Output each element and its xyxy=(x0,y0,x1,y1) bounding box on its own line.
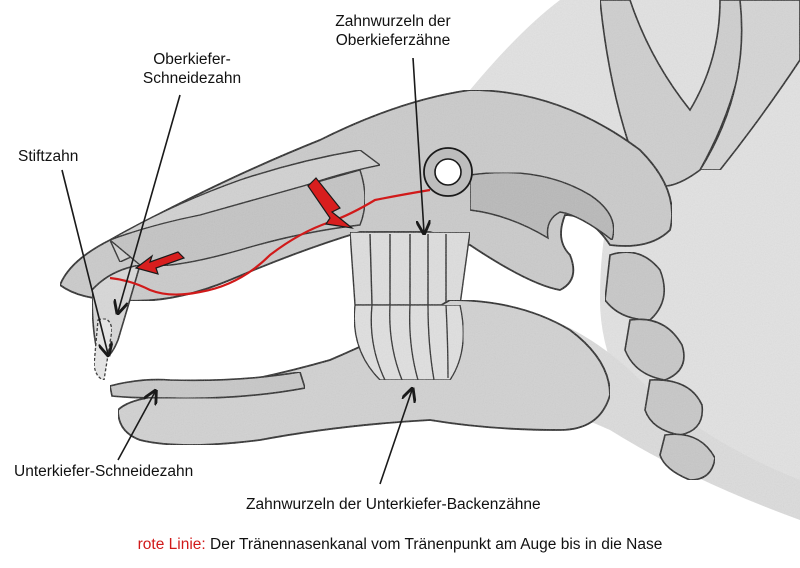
label-upper-incisor-line1: Oberkiefer- xyxy=(153,51,231,68)
red-arrow-icon xyxy=(307,177,355,229)
orbit-ring-icon xyxy=(423,147,473,197)
pointer-lines xyxy=(61,57,424,485)
red-arrow-icon xyxy=(134,251,186,275)
upper-teeth-roots xyxy=(349,231,471,306)
label-lower-roots: Zahnwurzeln der Unterkiefer-Backenzähne xyxy=(246,496,541,513)
zygomatic-arch xyxy=(469,171,615,242)
label-lower-incisor: Unterkiefer-Schneidezahn xyxy=(14,463,194,480)
nasolacrimal-duct-line xyxy=(109,188,431,296)
lower-teeth-roots xyxy=(353,304,464,381)
peg-tooth xyxy=(93,318,113,381)
pointer-lower-roots xyxy=(379,390,412,485)
legend-text: Der Tränennasenkanal vom Tränenpunkt am … xyxy=(210,536,663,553)
label-upper-roots-line2: Oberkieferzähne xyxy=(335,32,451,49)
pointer-lower-incisor xyxy=(117,392,155,461)
label-upper-incisor: Oberkiefer- Schneidezahn xyxy=(122,50,262,88)
mandible xyxy=(117,299,611,446)
legend-key: rote Linie: xyxy=(137,536,206,553)
label-peg-tooth: Stiftzahn xyxy=(18,148,79,165)
pointer-upper-incisor xyxy=(118,94,181,312)
pointer-peg-tooth xyxy=(61,169,108,354)
label-upper-incisor-line2: Schneidezahn xyxy=(142,70,242,87)
ear-back xyxy=(698,0,800,171)
label-upper-roots: Zahnwurzeln der Oberkieferzähne xyxy=(318,12,468,50)
pointer-upper-roots xyxy=(412,57,424,232)
cervical-vertebrae xyxy=(604,251,716,481)
label-upper-roots-line1: Zahnwurzeln der xyxy=(335,13,451,30)
legend-caption: rote Linie: Der Tränennasenkanal vom Trä… xyxy=(0,536,800,554)
